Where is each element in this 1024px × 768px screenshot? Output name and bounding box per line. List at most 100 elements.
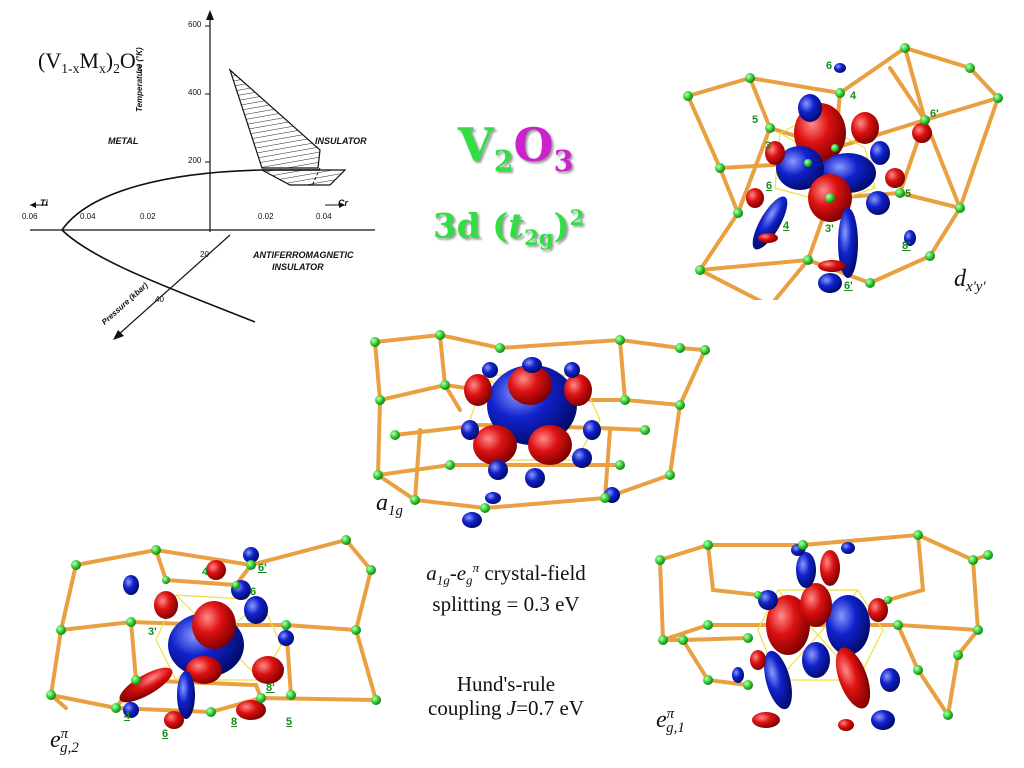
title-v2o3: V2O3 xyxy=(458,118,573,178)
config-prefix: 3d ( xyxy=(433,206,509,247)
dxy-atom-6p-a: 6' xyxy=(930,108,939,120)
hund-caption: Hund's-rule coupling J=0.7 eV xyxy=(395,672,617,720)
eg2-atom-8p: 8' xyxy=(266,682,275,694)
afm-label-1: ANTIFERROMAGNETIC xyxy=(253,250,354,260)
right-tick-004: 0.04 xyxy=(316,212,332,221)
insulator-label: INSULATOR xyxy=(315,136,367,146)
formula-sub-4: 3 xyxy=(135,60,143,76)
config-sup: 2 xyxy=(569,205,585,230)
eg1-label-sub: g,1 xyxy=(666,720,685,737)
ti-label: Ti xyxy=(40,198,48,208)
temperature-axis-label: Temperature (°K) xyxy=(135,47,144,112)
cf-a-sub: 1g xyxy=(436,572,450,588)
orbital-eg2-svg xyxy=(46,535,381,729)
a1g-label: a1g xyxy=(376,490,403,520)
pressure-axis-line xyxy=(117,234,231,336)
orbital-dxy-svg xyxy=(683,43,1003,300)
formula-o: O xyxy=(119,48,136,73)
insulator-hatched-region xyxy=(228,68,321,169)
title-v-sub: 2 xyxy=(493,143,514,178)
a1g-label-sub: 1g xyxy=(388,503,403,520)
formula-open: (V xyxy=(38,48,62,73)
dxy-atom-4: 4 xyxy=(850,90,857,102)
eg1-label-main: e xyxy=(656,707,667,733)
eg2-atom-3p: 3' xyxy=(148,626,157,638)
dxy-atom-5b: 5 xyxy=(905,188,912,200)
eg2-label: eπg,2 xyxy=(50,726,79,757)
config-t-sub: 2g xyxy=(524,225,554,251)
eg2-atom-6b: 6 xyxy=(162,728,169,740)
dxy-atom-5: 5 xyxy=(752,114,759,126)
dxy-label-sub: x'y' xyxy=(966,279,986,296)
crystal-field-caption: a1g-egπ crystal-field splitting = 0.3 eV xyxy=(395,556,617,616)
formula-sub-1: 1-x xyxy=(61,60,80,76)
config-t: t xyxy=(508,206,525,247)
eg2-atom-4b: 4 xyxy=(124,710,131,722)
eg2-label-sub: g,2 xyxy=(60,740,79,757)
config-close: ) xyxy=(553,206,570,247)
temp-tick-200: 200 xyxy=(188,156,202,165)
dxy-atom-3: 3 xyxy=(765,140,772,152)
temp-tick-400: 400 xyxy=(188,88,202,97)
left-tick-006: 0.06 xyxy=(22,212,38,221)
crystal-field-line2: splitting = 0.3 eV xyxy=(432,592,580,617)
crystal-field-line1: a1g-egπ crystal-field xyxy=(395,556,617,592)
eg2-atom-6: 6 xyxy=(250,586,257,598)
eg2-atom-6p: 6' xyxy=(258,562,267,574)
formula-m: M xyxy=(79,48,99,73)
orbital-a1g-svg xyxy=(370,330,710,528)
cf-e-sup: π xyxy=(472,560,480,575)
hund-pre: coupling xyxy=(428,696,507,720)
dxy-atom-6: 6 xyxy=(826,60,833,72)
orbital-eg1-svg xyxy=(655,530,993,731)
hund-line1: Hund's-rule xyxy=(456,672,556,696)
orbital-dxy-panel: 6 4 5 3 6' 6 5 4 3' 8' 6' dx'y' xyxy=(660,38,1024,300)
pressure-tick-40: 40 xyxy=(155,295,164,304)
hund-j: J xyxy=(506,696,517,720)
phase-boundary-curve xyxy=(60,169,263,323)
title-v: V xyxy=(458,118,494,172)
cf-a: a xyxy=(426,560,437,585)
afm-label-2: INSULATOR xyxy=(272,262,324,272)
title-o: O xyxy=(513,118,554,172)
right-tick-002: 0.02 xyxy=(258,212,274,221)
formula-close: ) xyxy=(105,48,114,73)
temp-tick-600: 600 xyxy=(188,20,202,29)
orbital-eg2-panel: 4 6' 6 3' 4 6 8 8' 5 eπg,2 xyxy=(36,530,386,768)
cf-e: e xyxy=(456,560,467,585)
orbital-eg1-panel: eπg,1 xyxy=(648,530,1024,768)
metal-label: METAL xyxy=(108,136,139,146)
a1g-label-main: a xyxy=(376,490,388,516)
temperature-axis-arrow xyxy=(206,10,214,20)
formula-label: (V1-xMx)2O3 xyxy=(38,48,143,77)
cr-label: Cr xyxy=(338,198,349,208)
eg2-label-sup: π xyxy=(60,726,69,742)
dxy-atom-6b: 6 xyxy=(766,180,773,192)
left-tick-004: 0.04 xyxy=(80,212,96,221)
dxy-atom-6p-b: 6' xyxy=(844,280,853,292)
eg2-atom-4a: 4 xyxy=(202,566,209,578)
phase-diagram: (V1-xMx)2O3 METAL INSULATOR ANTIFERROMAG… xyxy=(0,0,380,345)
formula-sub-3: 2 xyxy=(113,60,120,76)
dxy-label-main: d xyxy=(954,266,966,292)
eg2-atom-5: 5 xyxy=(286,716,293,728)
title-o-sub: 3 xyxy=(553,143,574,178)
dxy-atom-8p: 8' xyxy=(902,240,911,252)
pressure-tick-20: 20 xyxy=(200,250,209,259)
dxy-label: dx'y' xyxy=(954,266,986,296)
eg2-label-main: e xyxy=(50,727,61,753)
cf-e-sub: g xyxy=(466,572,473,588)
orbital-a1g-panel: a1g xyxy=(360,330,720,530)
hund-line2: coupling J=0.7 eV xyxy=(395,696,617,720)
eg1-label: eπg,1 xyxy=(656,706,685,737)
phase-diagram-svg xyxy=(30,10,375,340)
dxy-atom-3p: 3' xyxy=(825,223,834,235)
hund-post: =0.7 eV xyxy=(516,696,584,720)
eg1-label-sup: π xyxy=(666,706,675,722)
left-tick-002: 0.02 xyxy=(140,212,156,221)
cf-dash: - xyxy=(449,560,457,585)
dxy-atom-4b: 4 xyxy=(783,220,790,232)
electron-config: 3d (t2g)2 xyxy=(433,205,584,250)
cf-rest: crystal-field xyxy=(479,560,586,585)
eg2-atom-8: 8 xyxy=(231,716,238,728)
